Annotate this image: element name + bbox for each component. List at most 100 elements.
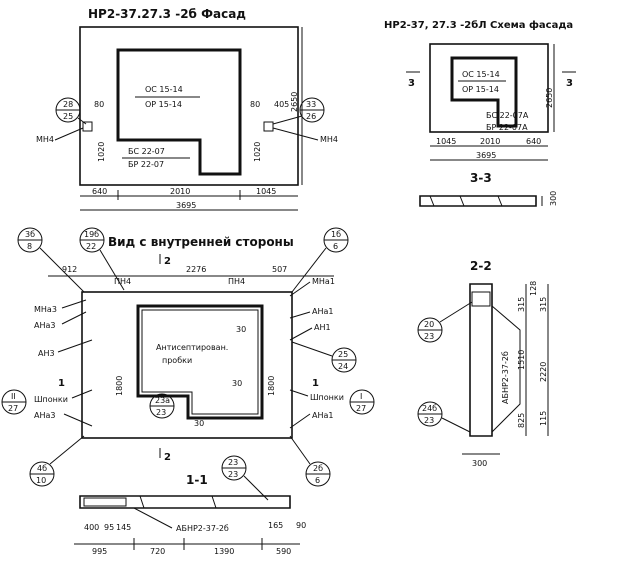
facade-dim-640: 640 [92,187,107,196]
section-1-1-dim-165: 165 [268,521,283,530]
inside-callout-25: 25 24 [291,341,357,373]
section-2-2-title: 2-2 [470,259,492,273]
callout-19b-bottom: 22 [86,242,96,251]
inside-pn4-right: ПН4 [228,277,245,286]
section-2-2-dim-2220: 2220 [539,362,548,382]
section-2-2-dim-825: 825 [517,413,526,428]
section-3-3-title: 3-3 [470,171,492,185]
scheme-title: НР2-37, 27.3 -2бЛ Схема фасада [384,19,573,31]
facade-door-bottom: БР 22-07 [128,160,164,169]
section-1-1-callout-bottom: 23 [228,470,238,479]
facade-right-mark: МН4 [320,135,338,144]
inside-title: Вид с внутренней стороны [108,235,294,249]
inside-section-2-bottom: 2 [164,452,171,463]
facade-right-anchor [263,121,274,132]
callout-20-bottom: 23 [424,332,434,341]
section-1-1-mark: АБНР2-37-2б [176,524,229,533]
inside-section-2-top: 2 [164,256,171,267]
facade-dim-80a: 80 [94,100,104,109]
facade-left-anchor [82,121,93,132]
inside-view: Вид с внутренней стороны 912 2276 507 ПН… [1,227,375,487]
section-1-1-dim-145: 145 [116,523,131,532]
scheme-view: НР2-37, 27.3 -2бЛ Схема фасада ОС 15-14 … [384,19,576,161]
inside-dim-507: 507 [272,265,287,274]
section-3-3-dim: 300 [549,191,558,206]
callout-II-bottom: 27 [8,404,18,413]
scheme-section-right: 3 [566,78,573,89]
facade-dim-1020b: 1020 [253,142,262,162]
facade-window-top: ОС 15-14 [145,85,183,94]
inside-section-1-right: 1 [312,378,319,389]
callout-3b-bottom: 8 [27,242,32,251]
section-1-1: 1-1 23 23 АБНР2-37-2б 400 95 145 165 90 … [74,455,306,556]
section-2-2-mark: АБНР2-37-2б [501,351,510,404]
section-3-3-profile [419,195,537,207]
section-2-2-callout-20: 20 23 [417,301,473,343]
scheme-dim-2010: 2010 [480,137,500,146]
inside-callout-23a: 23а 23 [149,393,175,419]
section-2-2-callout-24b: 24б 23 [417,401,471,433]
facade-left-callout-top: 28 [63,100,73,109]
inside-dim-30c: 30 [194,419,204,428]
callout-4b-top: 4б [37,464,47,473]
scheme-panel-outline [429,43,549,133]
scheme-window-top: ОС 15-14 [462,70,500,79]
inside-dim-30b: 30 [232,379,242,388]
section-2-2-profile [469,283,493,437]
section-2-2: 2-2 АБНР2-37-2б 20 23 24б 23 128 315 315… [417,259,549,468]
section-1-1-title: 1-1 [186,473,208,487]
section-1-1-callout-top: 23 [228,458,238,467]
section-1-1-dim-995: 995 [92,547,107,556]
facade-dim-3695: 3695 [176,201,196,210]
callout-23a-bottom: 23 [156,408,166,417]
section-1-1-dim-1390: 1390 [214,547,234,556]
facade-window-bottom: ОР 15-14 [145,100,182,109]
scheme-window-bottom: ОР 15-14 [462,85,499,94]
section-1-1-profile [79,495,291,509]
inside-callout-3b: 3б 8 [17,227,85,293]
callout-24b-top: 24б [422,404,437,413]
facade-right-callout-bottom: 26 [306,112,316,121]
section-1-1-dim-590: 590 [276,547,291,556]
facade-left-mark: МН4 [36,135,54,144]
facade-opening [116,48,242,176]
inside-pn4-left: ПН4 [114,277,131,286]
callout-3b-top: 3б [25,230,35,239]
inside-ana1-bottom: АНа1 [312,411,333,420]
inside-callout-II: II 27 [1,389,27,415]
facade-dim-2650: 2650 [290,92,299,112]
inside-callout-1b: 1б 6 [291,227,349,293]
facade-dim-2010: 2010 [170,187,190,196]
callout-19b-top: 19б [84,230,99,239]
inside-antiseptic-2: пробки [162,356,192,365]
inside-callout-I: I 27 [349,389,375,415]
callout-24b-bottom: 23 [424,416,434,425]
inside-ana1-top: АНа1 [312,307,333,316]
facade-dim-1020a: 1020 [97,142,106,162]
facade-title: НР2-37.27.3 -2б Фасад [88,7,246,21]
facade-door-top: БС 22-07 [128,147,165,156]
scheme-dim-1045: 1045 [436,137,456,146]
callout-II-top: II [11,392,16,401]
callout-23a-top: 23а [155,396,170,405]
section-2-2-dim-115: 115 [539,411,548,426]
inside-section-1-left: 1 [58,378,65,389]
inside-dim-1800b: 1800 [267,376,276,396]
section-1-1-dim-95: 95 [104,523,114,532]
section-1-1-dim-90: 90 [296,521,306,530]
callout-2b-top: 2б [313,464,323,473]
inside-dim-2276: 2276 [186,265,206,274]
inside-opening [136,304,264,420]
scheme-door-top: БС 22-07А [486,111,529,120]
scheme-opening [450,56,518,128]
callout-1b-bottom: 6 [333,242,338,251]
section-1-1-dim-400: 400 [84,523,99,532]
scheme-section-left: 3 [408,78,415,89]
callout-I-bottom: 27 [356,404,366,413]
section-2-2-dim-315b: 315 [539,297,548,312]
inside-dim-30a: 30 [236,325,246,334]
section-2-2-dim-1510: 1510 [517,350,526,370]
inside-mna3: МНа3 [34,305,57,314]
callout-25-top: 25 [338,350,348,359]
inside-callout-19b: 19б 22 [79,227,125,291]
